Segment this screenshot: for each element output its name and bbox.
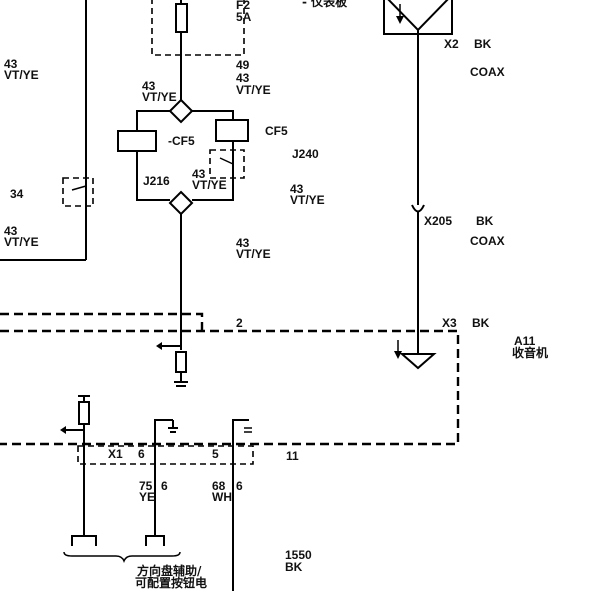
- left-wire-top-color: VT/YE: [4, 68, 39, 82]
- steering-module-label-2: 可配置按钮电: [135, 575, 207, 590]
- x205-color: BK: [476, 214, 494, 228]
- fuse-code: F2: [236, 0, 250, 12]
- x1-connector-box: [77, 445, 254, 465]
- steering-pin-1: [71, 535, 97, 546]
- harness-upper-dashed: [0, 312, 204, 331]
- antenna-input-icon: [399, 353, 437, 370]
- cf5-right-label: CF5: [265, 124, 288, 138]
- wire-1550-color: BK: [285, 560, 303, 574]
- pin-49: 49: [236, 58, 250, 72]
- wire-d-color: VT/YE: [290, 193, 325, 207]
- x3-color: BK: [472, 316, 490, 330]
- wire-e-num: 43: [236, 236, 250, 250]
- x2-color: BK: [474, 37, 492, 51]
- wire-b-num: 43: [142, 79, 156, 93]
- wire-68-color: WH: [212, 490, 232, 504]
- radio-coax: X205 BK COAX X3 BK A11 收音机: [394, 204, 548, 370]
- middle-pin-2: 2: [236, 316, 243, 330]
- wire-a-color: VT/YE: [236, 83, 271, 97]
- cf5-left-label: -CF5: [168, 134, 195, 148]
- left-wire-bot-color: VT/YE: [4, 235, 39, 249]
- x205-connector: X205: [424, 214, 452, 228]
- splice-top-icon: [168, 98, 194, 124]
- steering-pin-2: [145, 535, 165, 546]
- cf5-left-component: [117, 130, 157, 152]
- wire-68-pin: 6: [236, 479, 243, 493]
- x3-connector: X3: [442, 316, 457, 330]
- x1-pin5: 5: [212, 447, 219, 461]
- harness-middle: 2: [0, 312, 460, 446]
- j216-label: J216: [143, 174, 170, 188]
- left-wire-top-num: 43: [4, 57, 18, 71]
- wire-75-color: YE: [139, 490, 155, 504]
- x1-label: X1: [108, 447, 123, 461]
- left-wire-bot-num: 43: [4, 224, 18, 238]
- x2-connector: X2: [444, 37, 459, 51]
- wire-c-num: 43: [192, 167, 206, 181]
- fuse-box: F2 5A - 仪表板: [151, 0, 348, 100]
- left-circuit: 43 VT/YE 34 43 VT/YE: [0, 0, 94, 261]
- wire-1550-num: 1550: [285, 548, 312, 562]
- wire-75-pin: 6: [161, 479, 168, 493]
- radio-name: 收音机: [512, 345, 548, 360]
- wire-d-num: 43: [290, 182, 304, 196]
- x1-connector-area: X1 6 5 11 75 6 YE 68 6 WH 1550 BK 方向盘辅助/…: [60, 395, 312, 591]
- instrument-panel-label: - 仪表板: [302, 0, 348, 9]
- wire-68-num: 68: [212, 479, 226, 493]
- j240-contact-icon: [219, 157, 234, 165]
- wire-a-num: 43: [236, 71, 250, 85]
- steering-brace: [63, 551, 181, 564]
- splice-area: 49 43 VT/YE 43 VT/YE -CF5 CF5 J240 J216 …: [117, 58, 325, 348]
- splice-bottom-icon: [168, 190, 194, 216]
- j240-switch-box: [209, 149, 245, 179]
- switch-contact-icon: [71, 185, 87, 191]
- j240-label: J240: [292, 147, 319, 161]
- x1-pin6: 6: [138, 447, 145, 461]
- x205-cable: COAX: [470, 234, 505, 248]
- harness-main-dashed: [0, 329, 460, 446]
- x2-cable: COAX: [470, 65, 505, 79]
- radio-code: A11: [514, 334, 536, 348]
- fuse-symbol: [175, 3, 188, 33]
- wire-e-color: VT/YE: [236, 247, 271, 261]
- steering-module-label-1: 方向盘辅助/: [137, 563, 202, 578]
- antenna-top: X2 BK COAX: [383, 0, 505, 205]
- wire-75-num: 75: [139, 479, 153, 493]
- fuse-panel-outline: [151, 0, 245, 56]
- wire-c-color: VT/YE: [192, 178, 227, 192]
- steering-resistor: [78, 401, 90, 425]
- fuse-rating: 5A: [236, 10, 252, 24]
- cf5-right-component: [215, 119, 249, 142]
- wire-b-color: VT/YE: [142, 90, 177, 104]
- resistor-symbol: [175, 351, 187, 373]
- x205-connector-icon: [411, 204, 425, 213]
- switch-pin: 34: [10, 187, 24, 201]
- x1-pin11: 11: [286, 449, 299, 463]
- left-switch-box: [62, 177, 94, 207]
- wire-75: [154, 419, 173, 536]
- wire-68: [232, 419, 249, 591]
